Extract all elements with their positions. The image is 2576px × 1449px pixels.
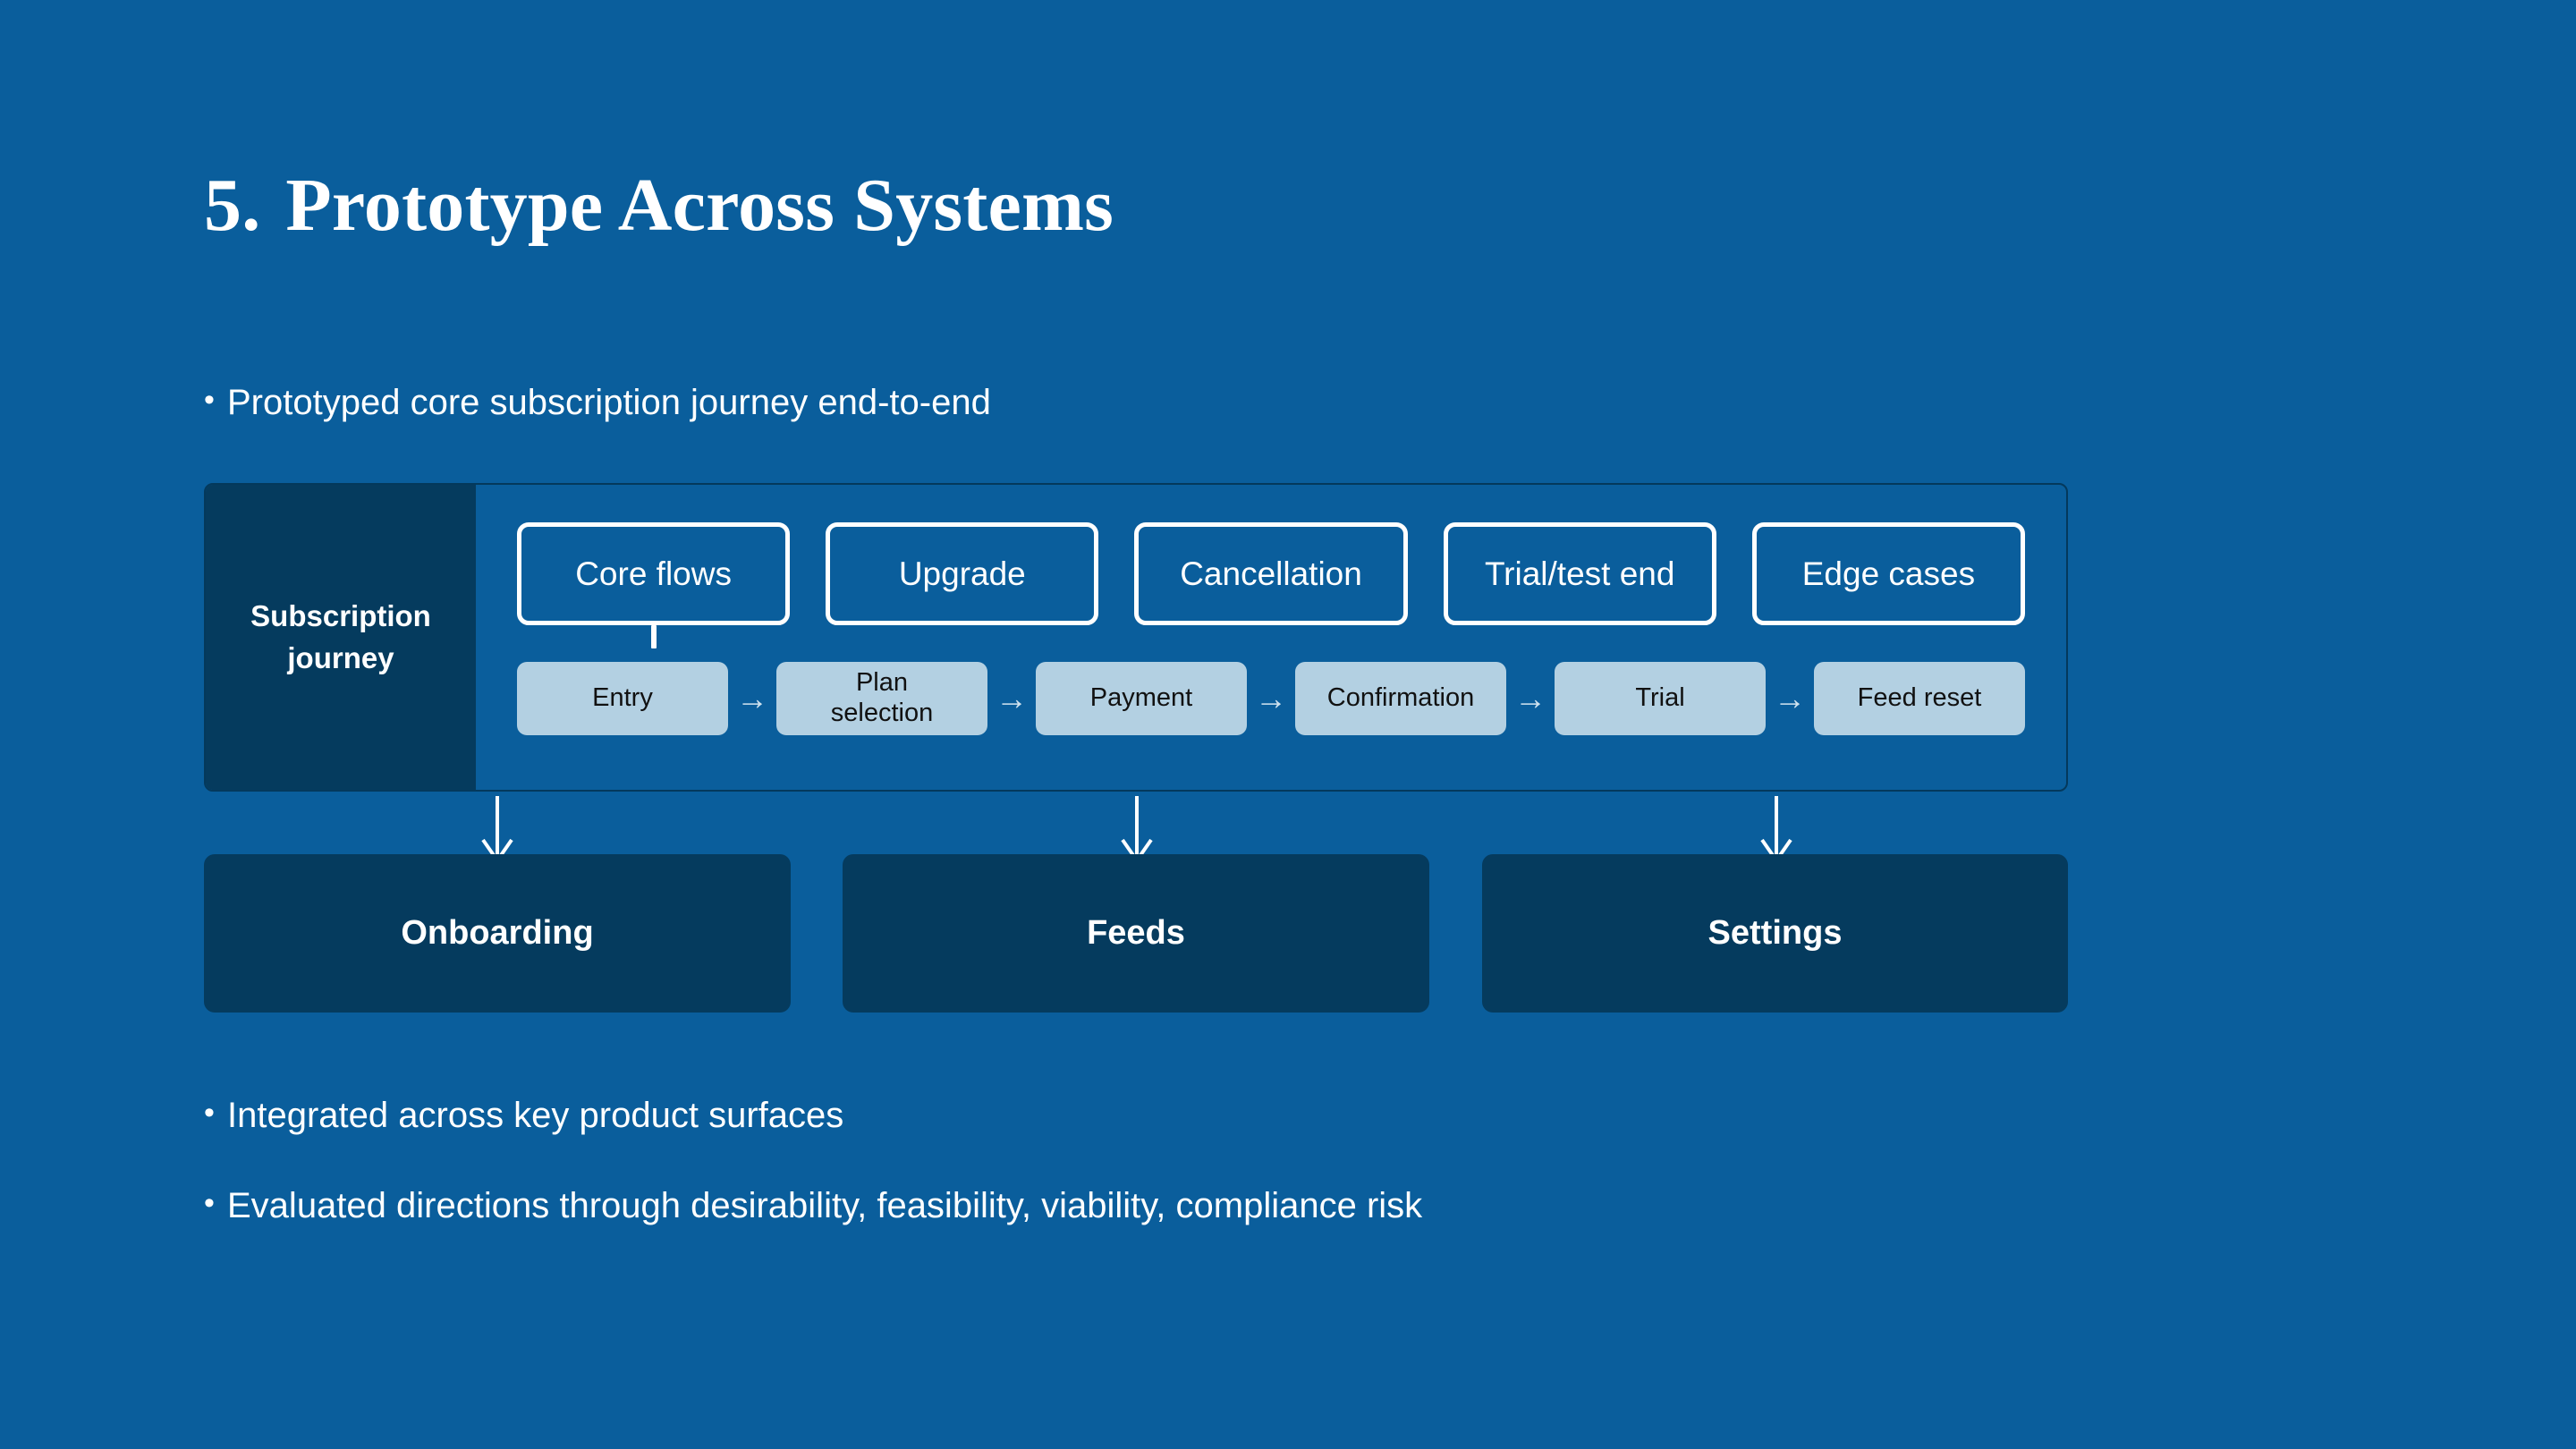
step-arrow-icon: → [1514,680,1546,716]
journey-step-entry[interactable]: Entry [517,662,728,735]
scenario-box-core-flows[interactable]: Core flows [517,522,791,625]
scenario-box-label: Cancellation [1180,555,1362,592]
bullet-integrated-surfaces: • Integrated across key product surfaces [204,1093,843,1138]
step-arrow-icon: → [1774,680,1806,716]
scenario-box-row: Core flows Upgrade Cancellation Trial/te… [517,522,2026,625]
connector-tick-icon [650,625,657,648]
surface-box-label: Settings [1707,914,1843,952]
surface-box-onboarding[interactable]: Onboarding [204,854,791,1013]
step-arrow-icon: → [736,680,768,716]
scenario-box-label: Trial/test end [1484,555,1675,592]
step-arrow-icon: → [1255,680,1287,716]
journey-step-label: Confirmation [1326,683,1475,713]
page-title: 5. Prototype Across Systems [204,164,1114,247]
scenario-box-cancellation[interactable]: Cancellation [1134,522,1408,625]
journey-step-label: Payment [1089,683,1193,713]
journey-step-label: Trial [1635,683,1685,713]
surface-box-feeds[interactable]: Feeds [843,854,1429,1013]
bullet-text: Prototyped core subscription journey end… [227,383,991,422]
surface-box-label: Onboarding [401,914,594,952]
bullet-text: Evaluated directions through desirabilit… [227,1186,1423,1225]
bullet-text: Integrated across key product surfaces [227,1096,844,1135]
page-title-number: 5. [204,164,261,247]
journey-step-feed-reset[interactable]: Feed reset [1814,662,2025,735]
bullet-prototyped-journey: • Prototyped core subscription journey e… [204,380,991,425]
scenario-box-trial-test-end[interactable]: Trial/test end [1443,522,1716,625]
bullet-marker-icon: • [204,1096,215,1130]
step-arrow-icon: → [996,680,1028,716]
journey-step-payment[interactable]: Payment [1036,662,1247,735]
bullet-marker-icon: • [204,1186,215,1220]
scenario-box-label: Upgrade [898,555,1026,592]
scenario-step-connector [476,625,2066,648]
bullet-marker-icon: • [204,383,215,417]
surface-box-label: Feeds [1087,914,1185,952]
scenario-box-label: Edge cases [1801,555,1976,592]
journey-step-confirmation[interactable]: Confirmation [1295,662,1506,735]
journey-step-label: Entry [592,683,653,713]
journey-step-label: Feed reset [1857,683,1982,713]
journey-panel-body: Core flows Upgrade Cancellation Trial/te… [476,485,2066,790]
bullet-evaluated-directions: • Evaluated directions through desirabil… [204,1183,1422,1228]
surface-box-settings[interactable]: Settings [1482,854,2068,1013]
scenario-box-edge-cases[interactable]: Edge cases [1751,522,2026,625]
journey-step-trial[interactable]: Trial [1555,662,1766,735]
scenario-box-upgrade[interactable]: Upgrade [826,522,1099,625]
page-title-text: Prototype Across Systems [285,164,1114,247]
scenario-box-label: Core flows [575,555,732,592]
